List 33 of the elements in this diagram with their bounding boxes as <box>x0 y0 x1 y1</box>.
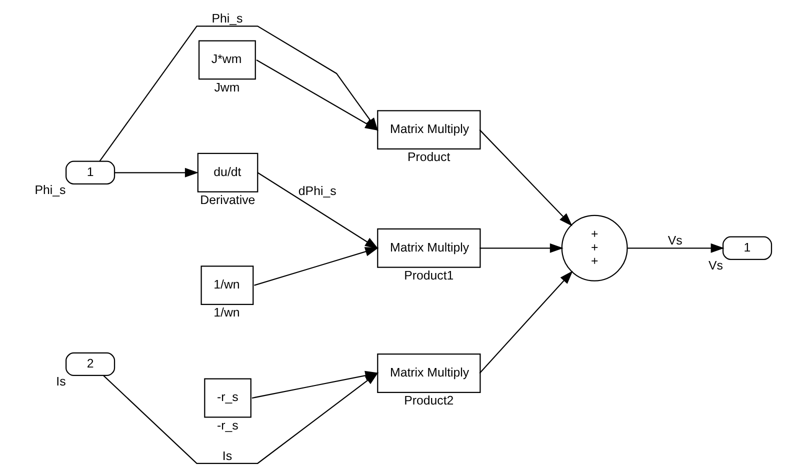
node-label: Vs <box>708 258 723 272</box>
arrow <box>480 243 564 253</box>
edge-label: Phi_s <box>212 12 243 26</box>
node-label: Jwm <box>214 80 240 94</box>
node-box: Matrix Multiply <box>377 354 481 393</box>
node-label: Product1 <box>404 268 454 282</box>
node-box: J*wm <box>198 40 256 80</box>
node-label: Product2 <box>404 394 454 408</box>
node-label: Derivative <box>200 192 256 207</box>
node-box: 1 <box>722 236 772 260</box>
node-box: Matrix Multiply <box>377 228 481 268</box>
node-box: 1/wn <box>200 266 254 306</box>
node-label: 1/wn <box>214 306 240 320</box>
node-label: Phi_s <box>34 182 66 197</box>
node-box: du/dt <box>197 152 258 192</box>
node-label: Product <box>408 150 450 164</box>
arrow <box>114 168 198 178</box>
arrow <box>479 270 573 374</box>
node-box: 1 <box>66 160 116 184</box>
node-box: -r_s <box>204 378 252 418</box>
node-box: Matrix Multiply <box>377 110 481 150</box>
arrow <box>628 243 724 253</box>
arrow <box>479 129 572 226</box>
arrow <box>103 372 378 464</box>
edge-label: dPhi_s <box>298 184 336 198</box>
arrow <box>257 172 379 250</box>
node-label: -r_s <box>217 418 238 432</box>
node-label: Is <box>56 374 66 388</box>
node-box: 2 <box>66 352 116 376</box>
arrow <box>254 247 379 286</box>
node-circle: + + + <box>561 214 628 282</box>
edge-label: Vs <box>668 234 682 248</box>
edge-label: Is <box>222 448 232 463</box>
